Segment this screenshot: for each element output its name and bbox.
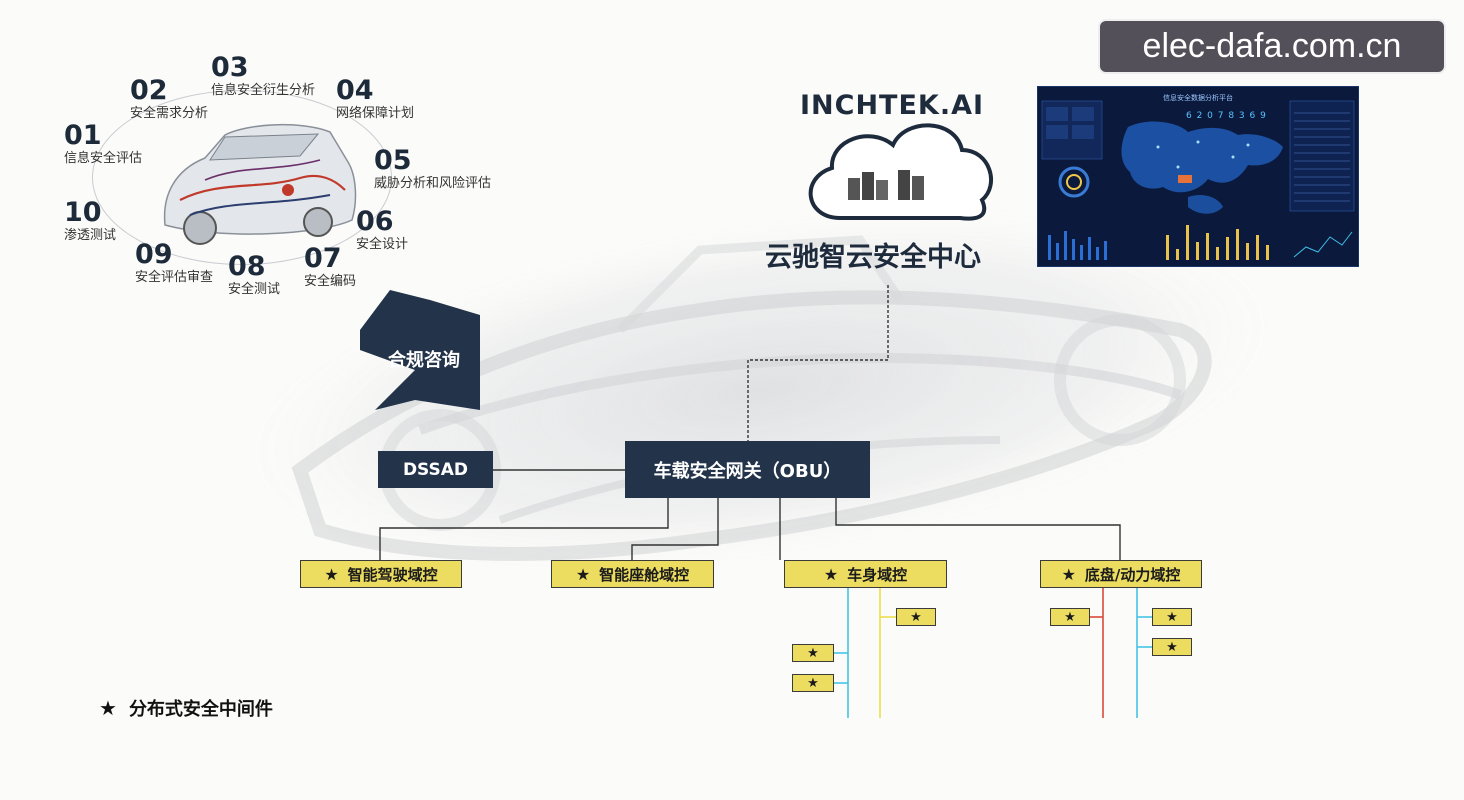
step-number: 07: [304, 243, 342, 274]
step-number: 05: [374, 145, 412, 176]
lifecycle-step-01: 01 信息安全评估: [64, 121, 142, 167]
domain-smart-cockpit: ★ 智能座舱域控: [551, 560, 714, 588]
domain-label: 底盘/动力域控: [1084, 565, 1181, 584]
star-icon: ★: [823, 564, 839, 584]
dssad-node: DSSAD: [378, 451, 493, 488]
middleware-node: ★: [1152, 638, 1192, 656]
compliance-label: 合规咨询: [388, 350, 460, 371]
domain-autonomous-driving: ★ 智能驾驶域控: [300, 560, 462, 588]
dashboard-graphics: [1041, 100, 1355, 260]
cloud-link: [747, 285, 889, 441]
star-icon: ★: [1064, 609, 1076, 625]
legend-label: 分布式安全中间件: [128, 699, 273, 720]
star-icon: ★: [99, 696, 117, 720]
brand-name: INCHTEK.AI: [800, 90, 985, 121]
lifecycle-step-06: 06 安全设计: [356, 207, 408, 253]
step-number: 01: [64, 120, 102, 151]
step-number: 02: [130, 75, 168, 106]
security-dashboard: 信息安全数据分析平台 6 2 0 7 8 3 6 9: [1037, 86, 1359, 267]
domain-label: 智能座舱域控: [599, 565, 690, 584]
dashboard-counter: 6 2 0 7 8 3 6 9: [1186, 111, 1267, 121]
cloud-title: 云驰智云安全中心: [765, 242, 981, 273]
chassis-bus: [1090, 588, 1152, 718]
step-label: 渗透测试: [64, 228, 117, 243]
step-label: 安全设计: [356, 237, 409, 252]
domain-label: 智能驾驶域控: [347, 565, 438, 584]
watermark: elec-dafa.com.cn: [1098, 19, 1446, 74]
legend: ★ 分布式安全中间件: [99, 695, 273, 721]
star-icon: ★: [1166, 609, 1178, 625]
lifecycle-ellipse: [92, 90, 392, 265]
star-icon: ★: [1061, 564, 1076, 584]
step-number: 03: [211, 52, 249, 83]
star-icon: ★: [324, 564, 339, 584]
middleware-node: ★: [1050, 608, 1090, 626]
step-label: 安全编码: [304, 274, 357, 289]
step-number: 10: [64, 197, 102, 228]
middleware-node: ★: [792, 644, 834, 662]
middleware-node: ★: [1152, 608, 1192, 626]
star-icon: ★: [807, 675, 819, 691]
lifecycle-step-10: 10 渗透测试: [64, 198, 116, 244]
lifecycle-step-07: 07 安全编码: [304, 244, 356, 290]
domain-label: 车身域控: [847, 565, 908, 584]
step-label: 信息安全评估: [64, 151, 143, 166]
compliance-arrow: [360, 290, 480, 410]
lifecycle-step-04: 04 网络保障计划: [336, 76, 414, 122]
step-label: 威胁分析和风险评估: [374, 176, 492, 191]
step-label: 安全测试: [228, 282, 281, 297]
lifecycle-step-02: 02 安全需求分析: [130, 76, 208, 122]
obu-gateway-node: 车载安全网关（OBU）: [625, 441, 870, 498]
obu-branches: [379, 498, 1121, 560]
star-icon: ★: [807, 645, 819, 661]
lifecycle-step-08: 08 安全测试: [228, 252, 280, 298]
body-bus: [834, 588, 896, 718]
lifecycle-step-03: 03 信息安全衍生分析: [211, 53, 315, 99]
lifecycle-step-05: 05 威胁分析和风险评估: [374, 146, 491, 192]
domain-chassis-powertrain: ★ 底盘/动力域控: [1040, 560, 1202, 588]
dashboard-title: 信息安全数据分析平台: [1163, 94, 1233, 102]
step-label: 安全需求分析: [130, 106, 209, 121]
domain-body: ★ 车身域控: [784, 560, 947, 588]
star-icon: ★: [575, 564, 591, 584]
middleware-node: ★: [792, 674, 834, 692]
step-number: 04: [336, 75, 374, 106]
step-label: 安全评估审查: [135, 270, 214, 285]
lifecycle-step-09: 09 安全评估审查: [135, 240, 213, 286]
cloud-icon: [808, 123, 993, 221]
star-icon: ★: [1166, 639, 1178, 655]
star-icon: ★: [910, 609, 922, 625]
middleware-node: ★: [896, 608, 936, 626]
step-number: 09: [135, 239, 173, 270]
step-number: 08: [228, 251, 266, 282]
step-number: 06: [356, 206, 394, 237]
step-label: 信息安全衍生分析: [211, 83, 316, 98]
step-label: 网络保障计划: [336, 106, 415, 121]
